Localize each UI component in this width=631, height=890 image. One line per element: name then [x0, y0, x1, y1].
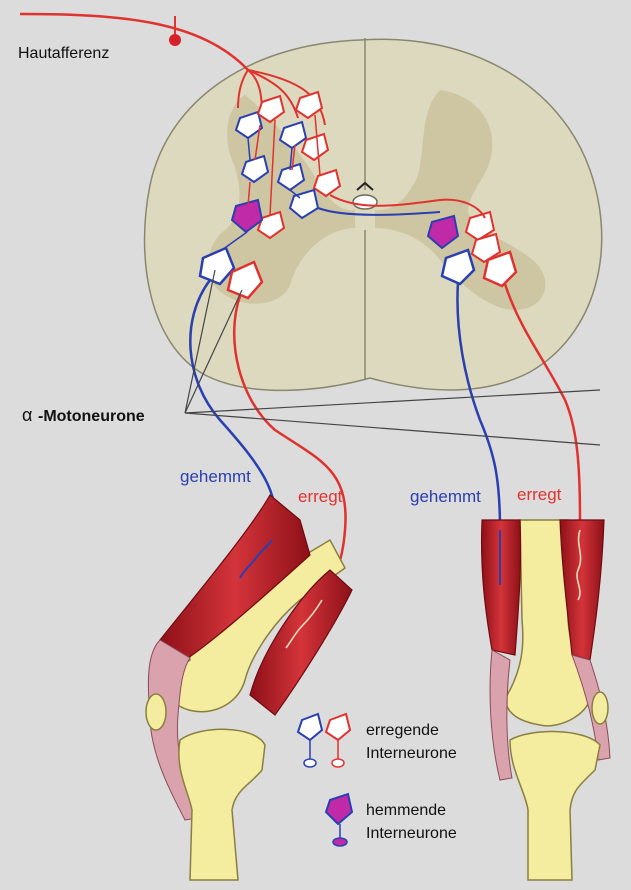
legend-excitatory-line1: erregende	[366, 722, 439, 739]
excited-label-left: erregt	[298, 487, 343, 506]
interneuron-red	[300, 132, 330, 162]
axon-blue-right	[456, 281, 502, 585]
left-tendon	[147, 639, 199, 821]
right-tendon-front	[489, 649, 513, 781]
inhibited-label-left: gehemmt	[180, 467, 251, 486]
afferent-label: Hautafferenz	[18, 45, 109, 62]
legend-inhibitory-line2: Interneurone	[366, 825, 457, 842]
commissural-fiber-red	[329, 194, 486, 219]
interneuron-red	[256, 94, 286, 124]
legend-inhibitory-line1: hemmende	[366, 802, 446, 819]
inhibited-label-right: gehemmt	[410, 487, 481, 506]
legend-excitatory-line2: Interneurone	[366, 745, 457, 762]
left-tibia	[178, 728, 266, 881]
interneuron-blue	[288, 188, 320, 220]
left-calf-muscle	[249, 569, 353, 716]
motoneuron-red-right	[482, 250, 518, 288]
left-patella	[145, 693, 167, 731]
right-leg	[480, 519, 611, 881]
grey-matter-left	[208, 95, 355, 304]
legend-inhibitory-icon	[324, 792, 354, 847]
interneurons-right	[426, 210, 518, 288]
right-patella	[591, 691, 609, 725]
left-leg	[145, 494, 353, 881]
afferent-soma	[169, 34, 181, 46]
interneuron-red-right	[464, 210, 496, 242]
motoneuron-label: -Motoneurone	[38, 408, 145, 425]
interneuron-red	[256, 210, 286, 240]
legend-excitatory-icon	[296, 712, 352, 768]
right-front-muscle	[480, 519, 522, 656]
pointer-lines	[184, 269, 601, 446]
left-thigh-muscle	[159, 494, 311, 661]
interneuron-blue	[278, 120, 308, 150]
interneuron-blue	[240, 154, 270, 184]
interneuron-blue	[276, 162, 306, 192]
interneurons-left	[221, 90, 342, 251]
interneuron-red	[312, 168, 342, 198]
commissural-fiber-blue	[317, 207, 441, 216]
inhibitory-interneuron	[230, 198, 264, 234]
inhibitory-interneuron-right	[426, 214, 460, 250]
right-tendon-back	[571, 654, 611, 761]
axon-red-right	[503, 283, 582, 521]
excited-label-right: erregt	[517, 485, 562, 504]
motoneuron-blue-right	[440, 248, 476, 286]
alpha-symbol: α	[22, 405, 32, 425]
motoneuron-red-left	[226, 260, 264, 300]
central-canal	[352, 194, 378, 210]
canal-mark	[356, 181, 374, 191]
interneuron-red-right	[470, 232, 502, 264]
interneuron-blue	[234, 110, 264, 140]
motoneurons-left	[198, 246, 264, 300]
right-tibia	[509, 730, 601, 881]
afferent-fiber	[19, 12, 326, 126]
motoneuron-blue-left	[198, 246, 236, 286]
interneuron-red	[294, 90, 324, 120]
